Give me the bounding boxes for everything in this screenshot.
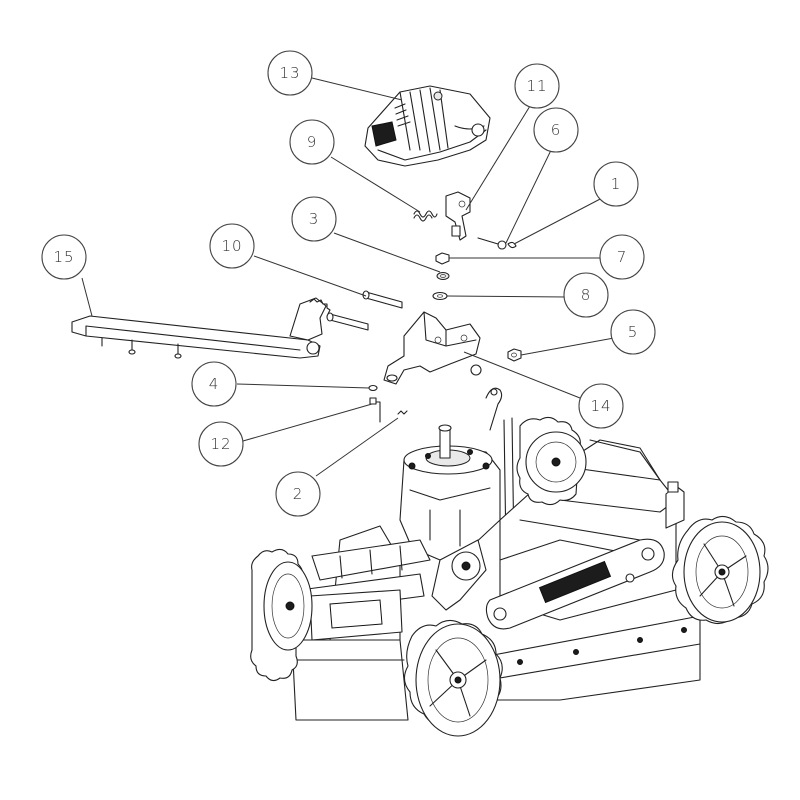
callout-label-14: 14 [590,397,611,415]
wheel-front-left [403,619,503,737]
callout-label-8: 8 [581,286,592,304]
callout-2: 2 [275,471,321,517]
callout-14: 14 [578,383,624,429]
callout-label-5: 5 [628,323,639,341]
machine-chassis [291,364,701,721]
callout-label-2: 2 [293,485,304,503]
callout-10: 10 [209,223,255,269]
part-5-nut [507,348,522,362]
part-4-small-washer [368,384,378,392]
part-2-clip [397,410,408,415]
callout-label-13: 13 [279,64,300,82]
leader-lines [81,77,615,477]
part-12-pin [369,397,381,423]
part-8-flat-washer [432,291,448,301]
part-15-lever-arm [71,297,331,359]
callout-5: 5 [610,309,656,355]
callout-11: 11 [514,63,560,109]
callout-7: 7 [599,234,645,280]
callout-8: 8 [563,272,609,318]
callout-label-10: 10 [221,237,242,255]
callout-label-12: 12 [210,435,231,453]
part-10-pins [326,290,403,331]
wheel-front-right [671,515,769,625]
wheel-rear-left [250,548,313,682]
callout-9: 9 [289,119,335,165]
callout-label-6: 6 [551,121,562,139]
callout-15: 15 [41,234,87,280]
part-11-bracket [445,191,471,241]
callout-4: 4 [191,361,237,407]
part-6-screw [477,237,507,250]
callout-3: 3 [291,196,337,242]
callout-label-4: 4 [209,375,220,393]
wheel-rear-right [516,416,661,506]
part-7-nut [435,252,450,265]
callout-6: 6 [533,107,579,153]
callout-label-3: 3 [309,210,320,228]
part-3-washer [436,272,450,280]
callout-label-9: 9 [307,133,318,151]
callout-13: 13 [267,50,313,96]
callout-label-1: 1 [611,175,622,193]
callout-label-7: 7 [617,248,628,266]
callout-label-11: 11 [526,77,547,95]
callout-1: 1 [593,161,639,207]
callout-label-15: 15 [53,248,74,266]
callout-12: 12 [198,421,244,467]
part-9-spring [413,210,438,222]
part-13-cover [364,85,491,167]
part-1-clip [507,241,517,249]
part-14-mount-bracket [383,311,481,385]
